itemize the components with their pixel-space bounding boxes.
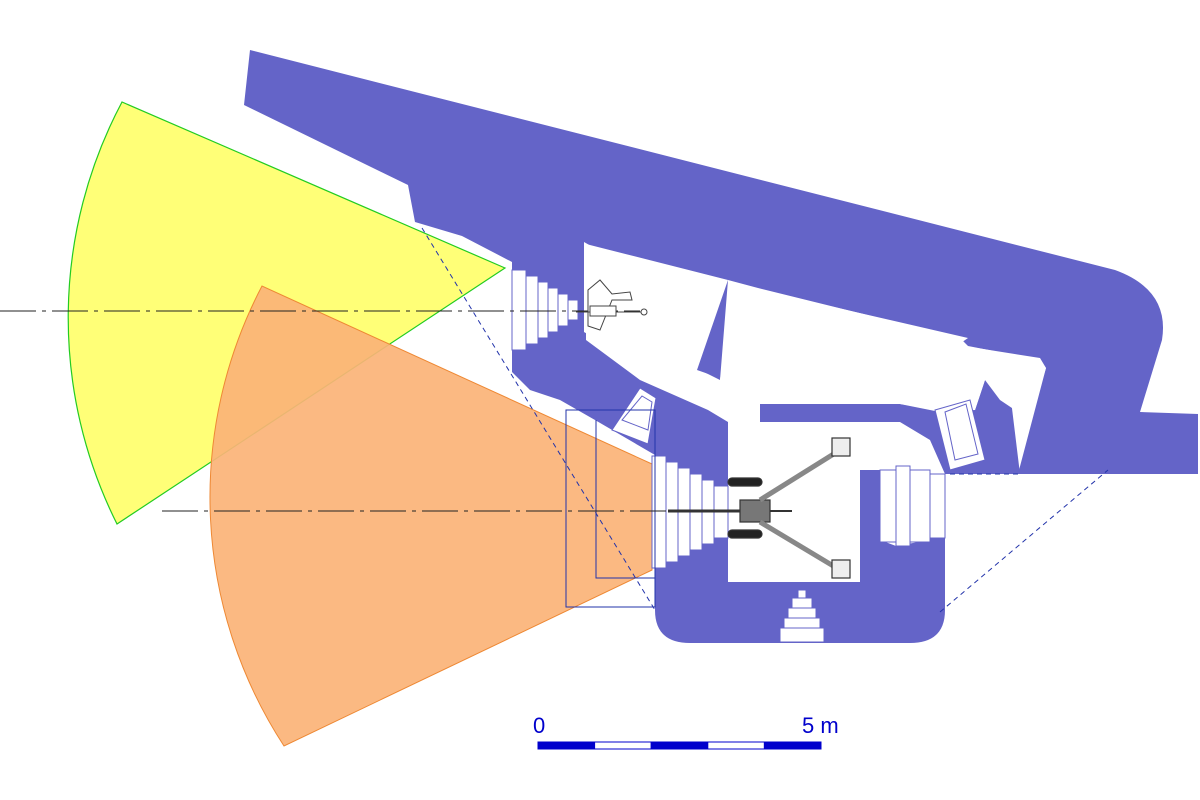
- scale-segment: [537, 741, 596, 750]
- right-embrasure: [879, 465, 946, 547]
- scale-bar: [537, 741, 822, 750]
- scale-segment: [763, 741, 822, 750]
- upper-embrasure: [511, 269, 579, 351]
- diagonal-embrasures: [611, 387, 986, 471]
- scale-segment: [650, 741, 709, 750]
- bottom-embrasure: [779, 589, 825, 643]
- firing-axes: [0, 310, 750, 512]
- machine-gun-icon: [576, 279, 648, 331]
- scale-segment: [707, 741, 765, 750]
- scale-segment: [594, 741, 652, 750]
- projection-lines: [421, 227, 1109, 613]
- field-gun-icon: [668, 437, 851, 579]
- lower-field-of-fire: [209, 285, 653, 747]
- scale-start-label: 0: [533, 713, 545, 738]
- scale-end-label: 5 m: [802, 713, 839, 738]
